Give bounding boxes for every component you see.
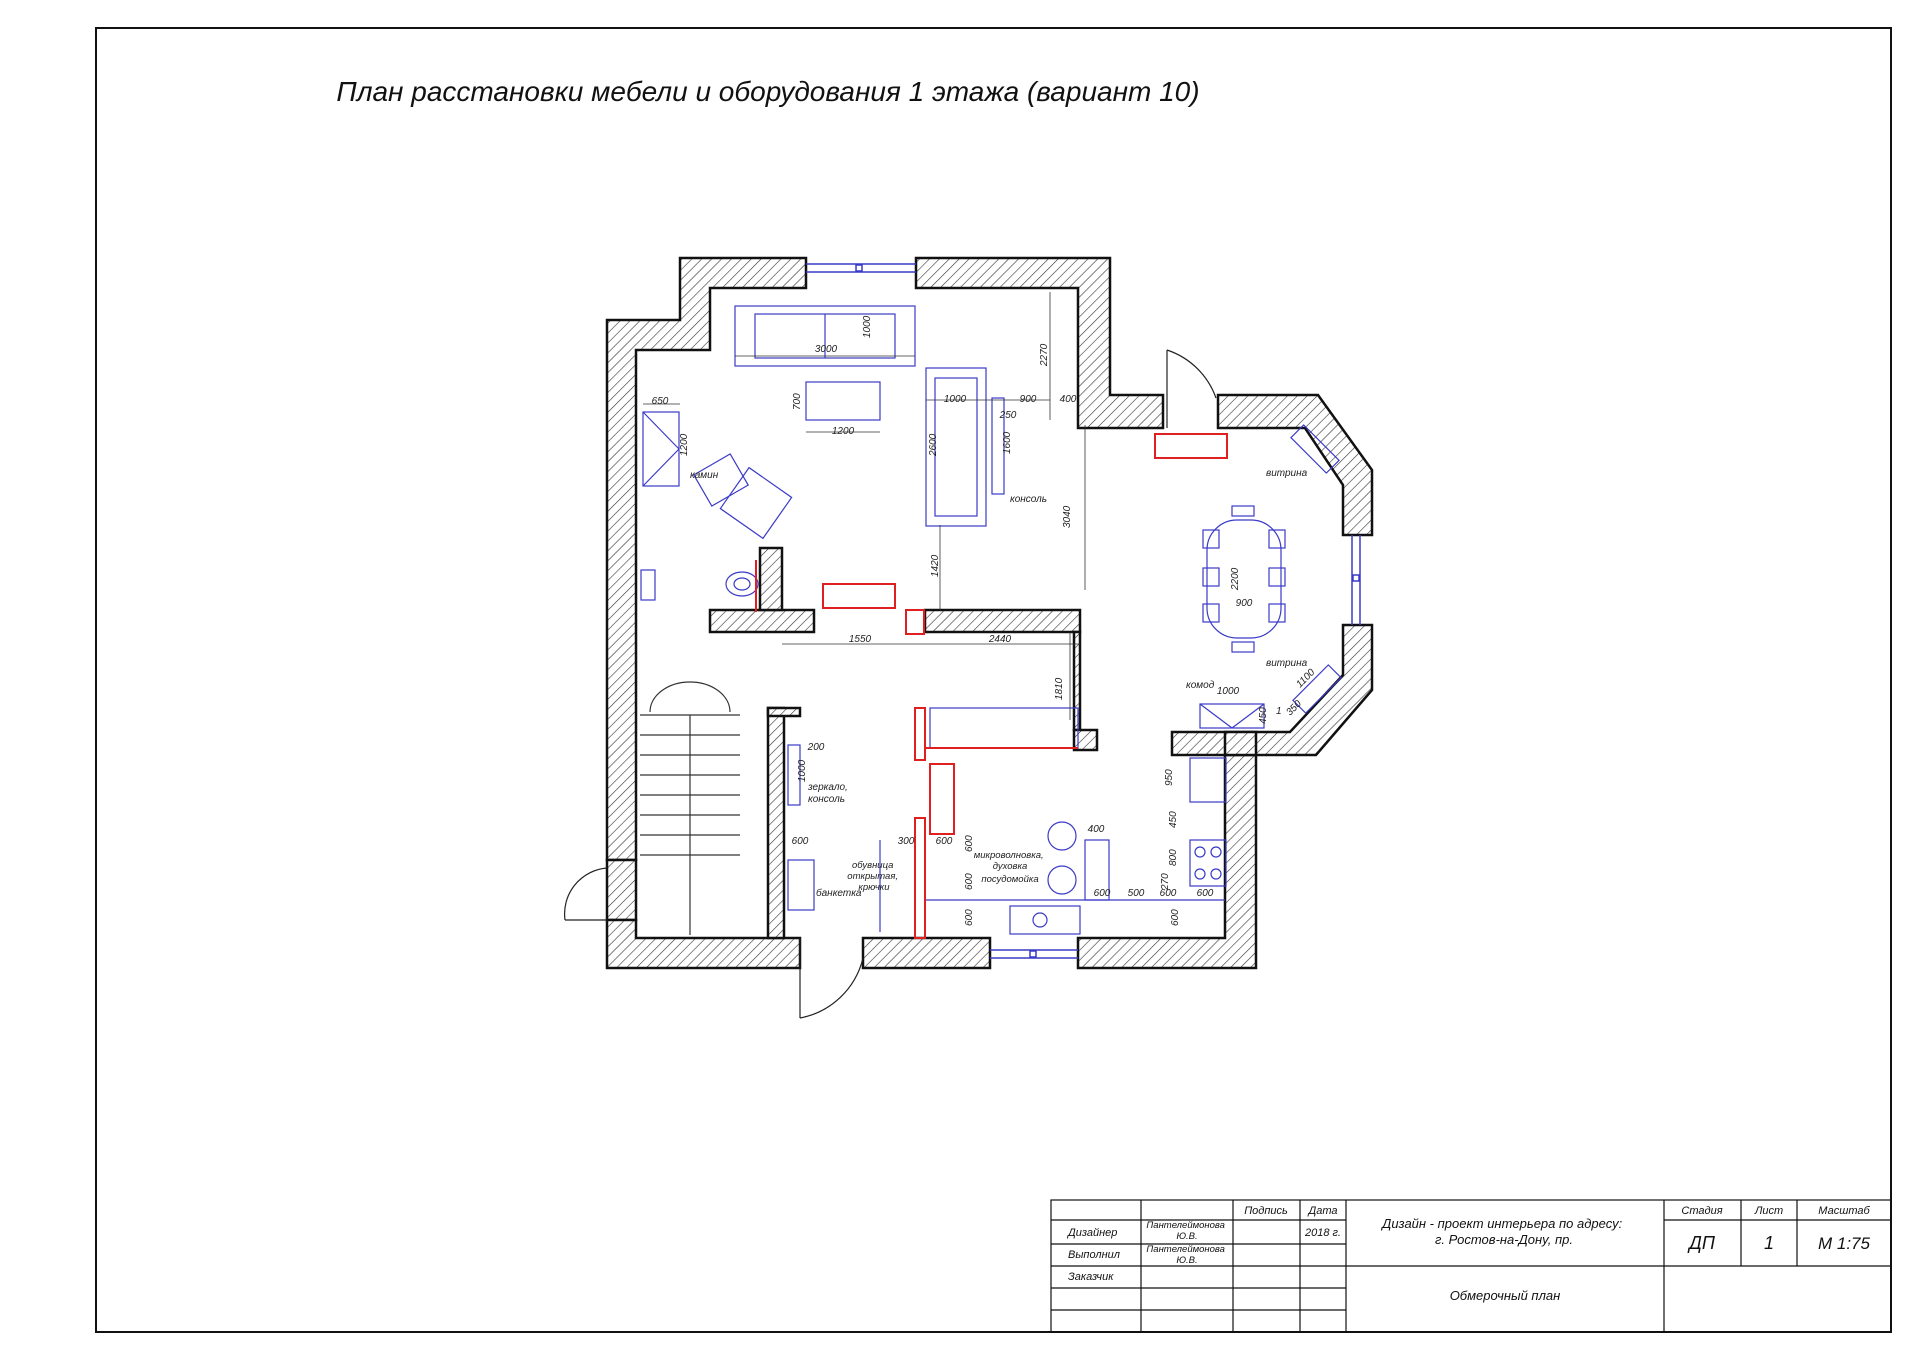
door-stair-side [563, 867, 608, 921]
dim-200: 200 [807, 742, 825, 753]
stamp-scale-header: Масштаб [1818, 1205, 1870, 1217]
dim-1200-table: 1200 [832, 426, 855, 437]
stamp-sheet-header: Лист [1754, 1205, 1783, 1217]
label-mikrovolnovka-2: духовка [993, 861, 1028, 872]
dim-600-c: 600 [964, 835, 975, 852]
stamp-scale: М 1:75 [1818, 1234, 1871, 1253]
label-zerkalo-1: зеркало, [807, 782, 848, 793]
dim-250: 250 [999, 410, 1017, 421]
stamp-sheet: 1 [1764, 1233, 1774, 1253]
label-mikrovolnovka: микроволновка, духовка [974, 850, 1047, 872]
window-bottom [990, 949, 1078, 959]
dim-2440: 2440 [988, 634, 1012, 645]
dim-650: 650 [652, 396, 669, 407]
dim-3000: 3000 [815, 344, 838, 355]
stamp-row2-name-2: Ю.В. [1176, 1255, 1197, 1266]
highlight-items [755, 433, 1228, 939]
label-vitrina-top: витрина [1266, 468, 1308, 479]
stamp-sheet-name: Обмерочный план [1450, 1288, 1561, 1303]
dim-600-e: 600 [964, 909, 975, 926]
label-obuvnica-3: крючки [858, 882, 890, 893]
dim-400-couch: 400 [1060, 394, 1077, 405]
dim-1000-mirror: 1000 [797, 759, 808, 782]
stamp-stage-header: Стадия [1681, 1205, 1722, 1217]
dim-800: 800 [1168, 849, 1179, 866]
dim-500: 500 [1128, 888, 1145, 899]
stamp-col-data: Дата [1306, 1205, 1337, 1217]
label-posudomoyka: посудомойка [981, 874, 1038, 885]
dim-450-kit: 450 [1168, 811, 1179, 828]
dim-600-f: 600 [1094, 888, 1111, 899]
stamp-row1-name-2: Ю.В. [1176, 1231, 1197, 1242]
label-komod: комод [1186, 680, 1215, 691]
sheet-frame [95, 27, 1892, 1333]
door-entrance [799, 938, 864, 1019]
label-obuvnica-2: открытая, [847, 871, 898, 882]
dim-1810: 1810 [1054, 677, 1065, 700]
stamp-stage: ДП [1687, 1233, 1716, 1253]
dim-270: 270 [1160, 873, 1171, 891]
stamp-row2-role: Выполнил [1068, 1249, 1120, 1261]
stamp-row2-name-1: Пантелеймонова [1146, 1244, 1225, 1255]
dim-600-a: 600 [792, 836, 809, 847]
label-obuvnica: обувница открытая, крючки [847, 860, 900, 893]
stamp-row1-role: Дизайнер [1066, 1227, 1117, 1239]
page-title: План расстановки мебели и оборудования 1… [336, 76, 1199, 107]
dim-1000-sofa: 1000 [862, 315, 873, 338]
door-terrace [1166, 349, 1217, 428]
dim-2600: 2600 [928, 433, 939, 457]
dim-600-d: 600 [964, 873, 975, 890]
dim-600-h: 600 [1197, 888, 1214, 899]
label-zerkalo: зеркало, консоль [807, 782, 851, 805]
label-konsol: консоль [1010, 494, 1047, 505]
stamp-row3-role: Заказчик [1068, 1271, 1114, 1283]
dim-1-komod: 1 [1276, 706, 1282, 717]
walls [605, 256, 1374, 970]
stamp-col-podpis: Подпись [1244, 1205, 1288, 1217]
stamp-row2-name: Пантелеймонова Ю.В. [1146, 1244, 1227, 1266]
stamp-row1-name-1: Пантелеймонова [1146, 1220, 1225, 1231]
label-zerkalo-2: консоль [808, 794, 845, 805]
stamp-project-1: Дизайн - проект интерьера по адресу: [1380, 1216, 1622, 1231]
dim-3040: 3040 [1062, 505, 1073, 528]
dim-600-b: 600 [936, 836, 953, 847]
dimension-texts: 3000 1000 2270 700 1200 1000 900 400 250… [652, 315, 1318, 926]
dim-1420: 1420 [930, 554, 941, 577]
stamp-row1-name: Пантелеймонова Ю.В. [1146, 1220, 1227, 1242]
window-bay [1351, 535, 1361, 625]
dim-2270: 2270 [1039, 343, 1050, 367]
title-block-text: Подпись Дата Дизайнер Пантелеймонова Ю.В… [1066, 1205, 1871, 1303]
dim-1000-komod: 1000 [1217, 686, 1240, 697]
label-mikrovolnovka-1: микроволновка, [974, 850, 1044, 861]
dim-700: 700 [792, 393, 803, 410]
title-block [1050, 1199, 1892, 1333]
dim-1600: 1600 [1002, 431, 1013, 454]
dim-400-kit: 400 [1088, 824, 1105, 835]
stamp-project: Дизайн - проект интерьера по адресу: г. … [1380, 1216, 1626, 1247]
dim-300: 300 [898, 836, 915, 847]
dim-600-g: 600 [1160, 888, 1177, 899]
dim-1000-couch: 1000 [944, 394, 967, 405]
furniture [640, 305, 1342, 935]
dim-600-i: 600 [1170, 909, 1181, 926]
dim-2200: 2200 [1230, 567, 1241, 591]
label-vitrina-bottom: витрина [1266, 658, 1308, 669]
dim-1200-fire: 1200 [679, 433, 690, 456]
stamp-project-2: г. Ростов-на-Дону, пр. [1435, 1232, 1573, 1247]
dim-900-table: 900 [1236, 598, 1253, 609]
dim-1550: 1550 [849, 634, 872, 645]
dim-950: 950 [1164, 769, 1175, 786]
label-banketka: банкетка [816, 887, 862, 899]
furniture-labels: камин консоль витрина витрина комод зерк… [690, 468, 1308, 899]
stamp-row1-date: 2018 г. [1304, 1227, 1341, 1239]
dim-350: 350 [1284, 698, 1304, 718]
dimension-lines [643, 292, 1086, 720]
label-kamin: камин [690, 470, 719, 481]
label-obuvnica-1: обувница [852, 860, 893, 871]
window-top [806, 263, 916, 273]
dim-450-komod: 450 [1258, 707, 1269, 724]
dim-900-couch: 900 [1020, 394, 1037, 405]
